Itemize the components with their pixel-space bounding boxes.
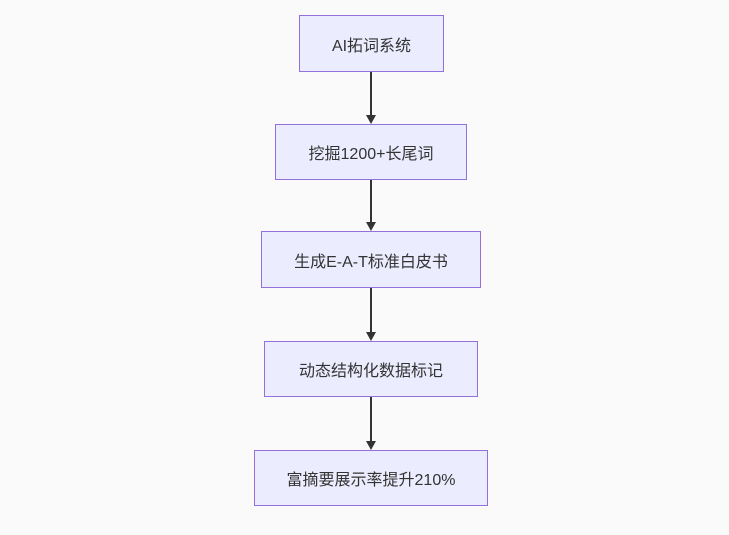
arrow-down-connector — [366, 397, 376, 450]
flow-node-label: 生成E-A-T标准白皮书 — [294, 253, 448, 271]
arrow-down-connector — [366, 72, 376, 124]
flow-node-ai-keyword-system: AI拓词系统 — [299, 15, 444, 72]
flow-node-label: 挖掘1200+长尾词 — [308, 146, 434, 163]
arrow-down-connector — [366, 288, 376, 341]
flow-node-label: 动态结构化数据标记 — [298, 363, 443, 380]
flow-node-rich-snippet-result: 富摘要展示率提升210% — [254, 450, 488, 506]
flow-node-label: 富摘要展示率提升210% — [286, 472, 456, 489]
flow-node-label: AI拓词系统 — [331, 37, 412, 55]
arrowhead-icon — [366, 332, 376, 341]
arrowhead-icon — [366, 115, 376, 124]
arrowhead-icon — [366, 222, 376, 231]
flow-node-longtail-mining: 挖掘1200+长尾词 — [275, 124, 467, 180]
flow-node-eat-whitepaper: 生成E-A-T标准白皮书 — [261, 231, 481, 288]
arrowhead-icon — [366, 441, 376, 450]
flow-node-structured-data-markup: 动态结构化数据标记 — [264, 341, 478, 397]
arrow-down-connector — [366, 180, 376, 231]
